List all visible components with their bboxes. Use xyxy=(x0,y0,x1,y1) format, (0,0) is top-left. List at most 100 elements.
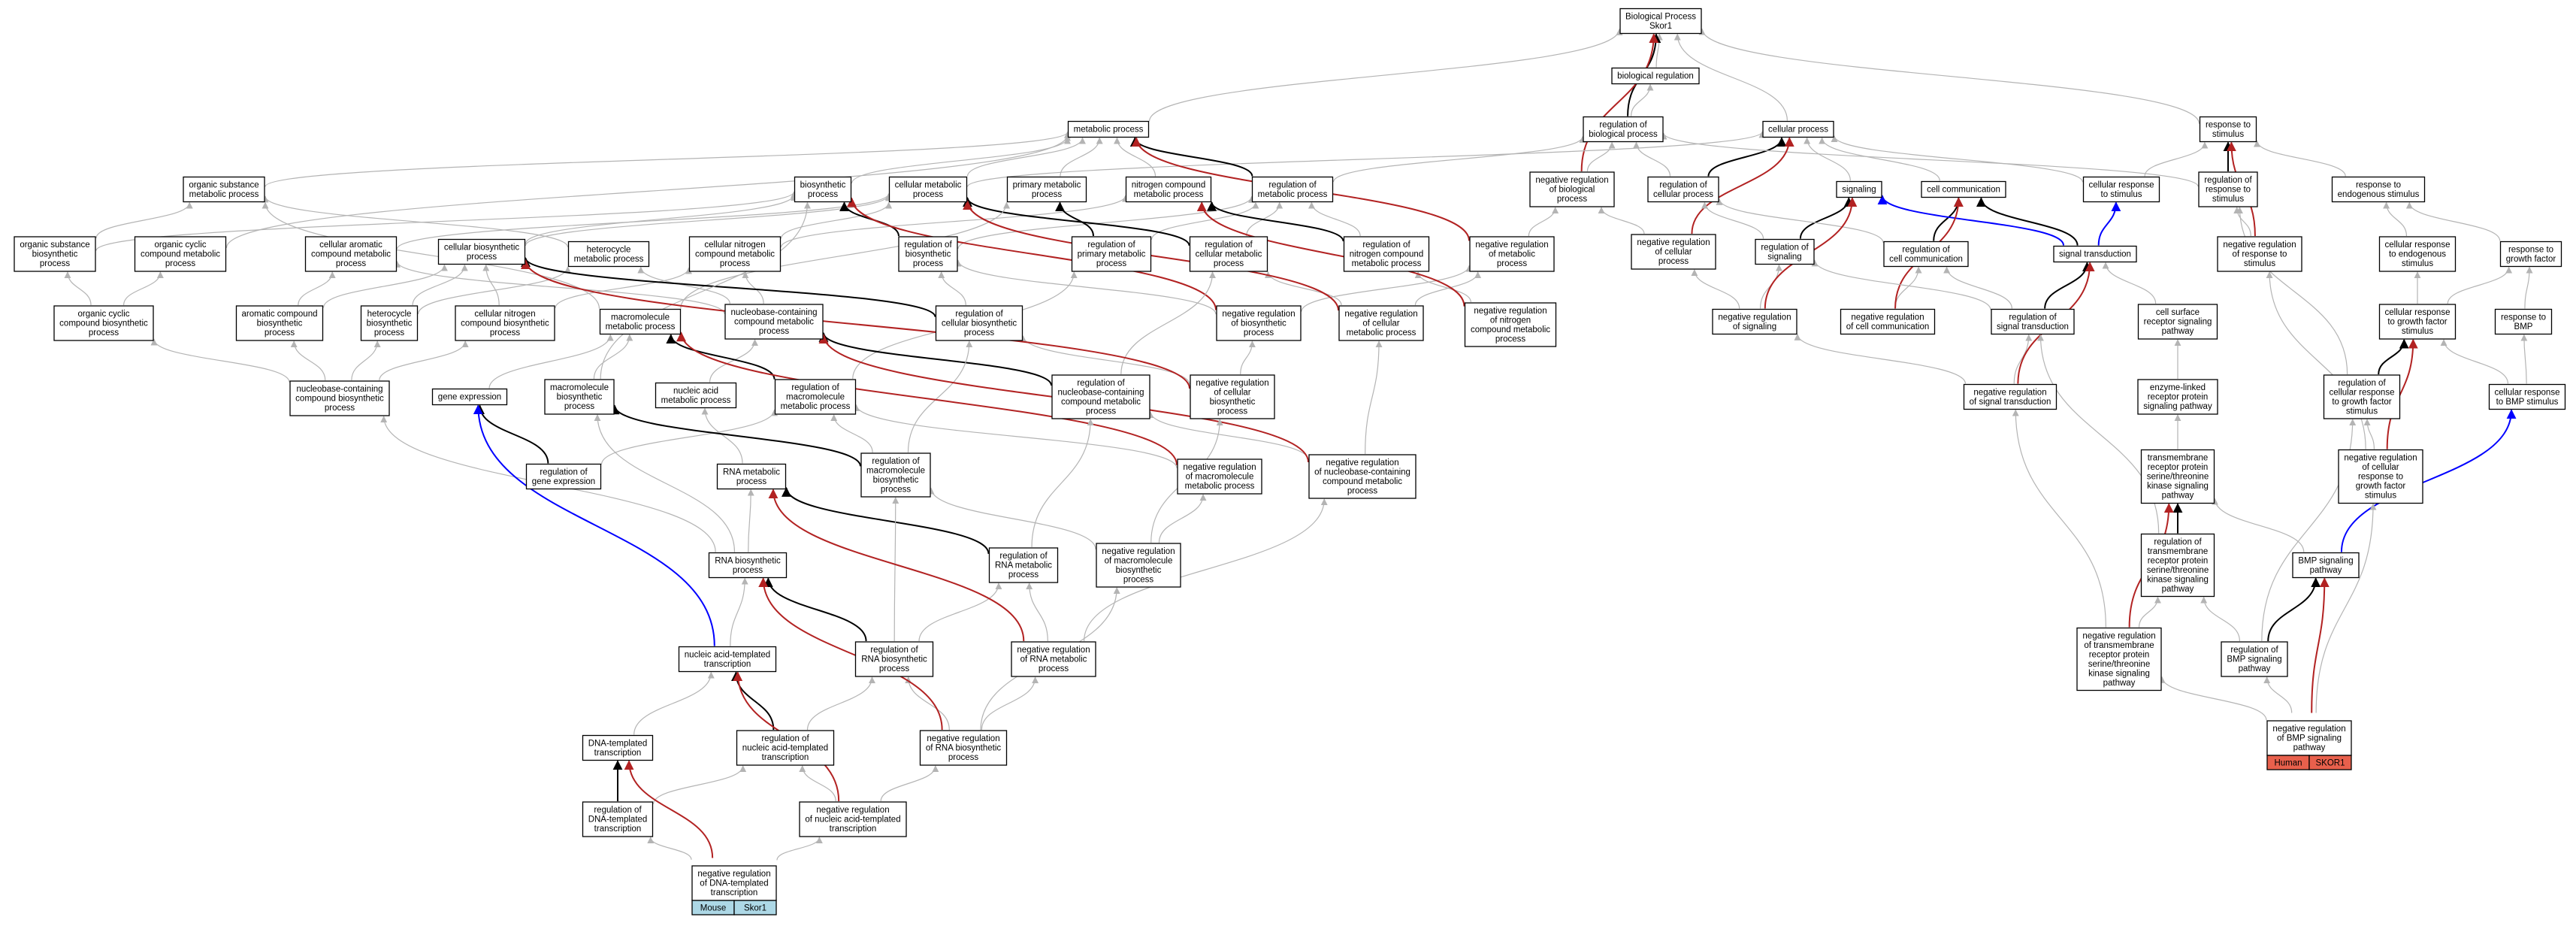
go-term-label: negative regulation xyxy=(1973,388,2046,397)
go-term-label: to stimulus xyxy=(2101,190,2142,199)
go-term-node[interactable]: signaling xyxy=(1836,180,1882,198)
go-term-node[interactable]: signal transduction xyxy=(2053,245,2137,263)
go-term-node[interactable]: cell communication xyxy=(1921,180,2006,198)
edge-is-a xyxy=(1301,265,1473,312)
go-term-node[interactable]: biological regulation xyxy=(1611,67,1700,85)
edge-is-a xyxy=(647,837,692,860)
go-term-box xyxy=(1991,308,2075,335)
go-term-node[interactable]: metabolic process xyxy=(1067,120,1150,138)
edge-part-of xyxy=(1055,201,1094,237)
edge-is-a xyxy=(799,765,836,802)
go-term-node[interactable]: gene expression xyxy=(431,388,508,406)
go-term-box xyxy=(544,379,615,415)
go-term-box xyxy=(1836,180,1882,198)
go-term-node[interactable]: cellular process xyxy=(1762,120,1834,138)
go-term-node[interactable]: regulation ofmacromoleculebiosyntheticpr… xyxy=(860,452,931,498)
edge-is-a xyxy=(1332,135,1586,183)
go-term-label: heterocycle xyxy=(367,310,412,319)
go-term-node[interactable]: regulation ofnucleobase-containingcompou… xyxy=(1051,374,1150,419)
edge-is-a xyxy=(351,340,381,381)
